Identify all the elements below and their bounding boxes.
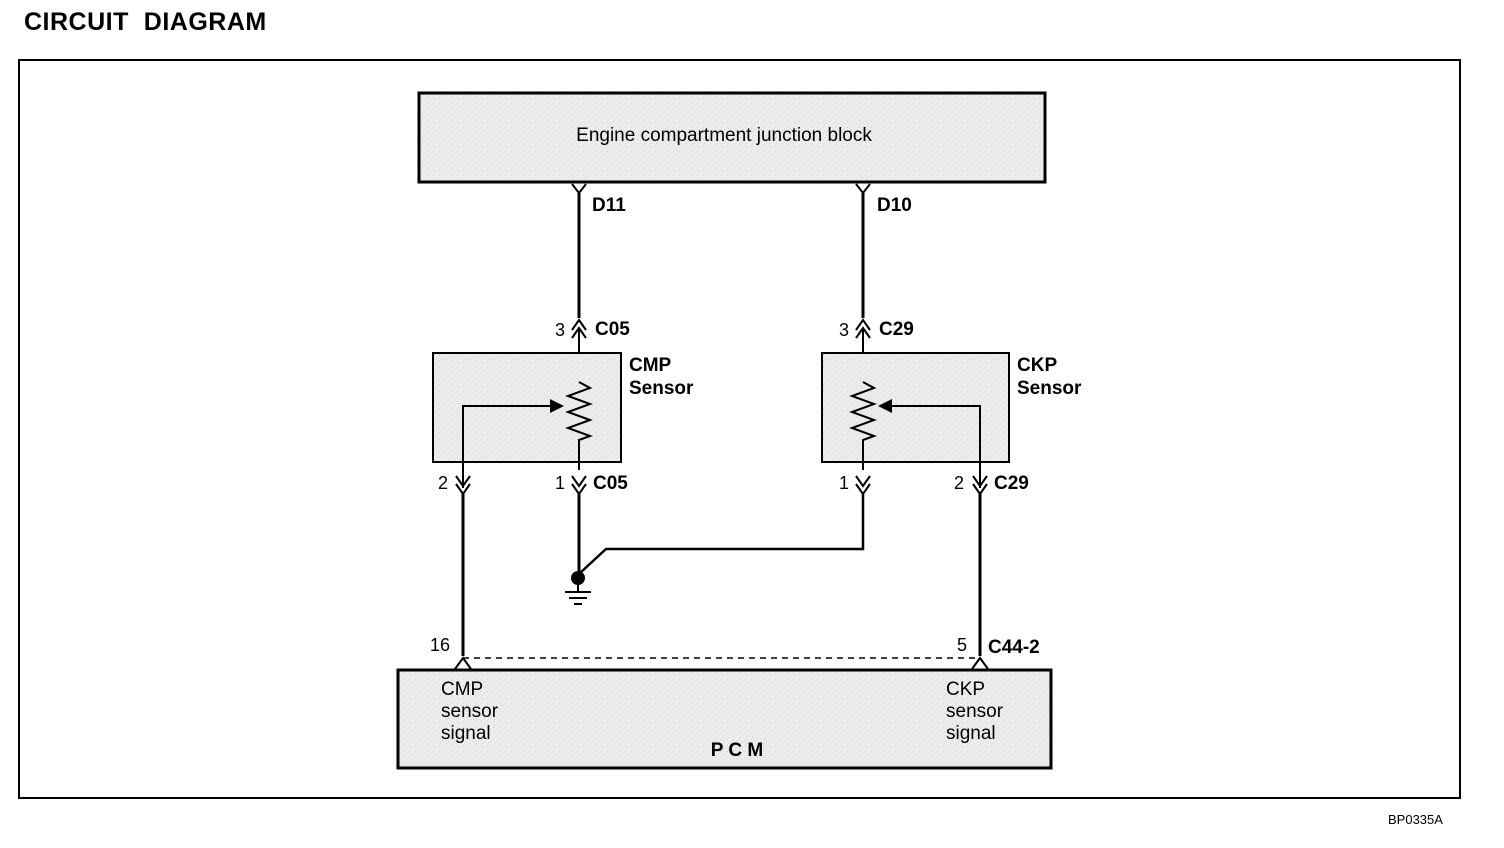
ckp-sensor-box [821,352,1010,463]
cmp-pin1-label: 1 [555,473,565,493]
junction-block-label: Engine compartment junction block [576,125,872,146]
cmp-wiper [462,405,552,488]
pcm-cmp-signal-line3: signal [441,723,491,744]
pcm-box [396,668,1053,770]
ckp-top-connector-label: C29 [879,319,914,340]
cmp-sensor-name-2: Sensor [629,378,694,399]
ckp-wiper-arrow-icon [878,399,892,413]
figure-id: BP0335A [1388,812,1443,827]
ckp-wiper [890,405,981,488]
fuse-d11-label: D11 [592,195,626,216]
cmp-sensor-name: CMP [629,355,672,376]
cmp-resistor-icon [565,381,593,470]
ckp-resistor-icon [849,381,877,470]
junction-block [417,91,1047,184]
cmp-pin2-label: 2 [438,473,448,493]
pcm-ckp-signal-line3: signal [946,723,996,744]
pcm-cmp-signal-line1: CMP [441,679,483,700]
pcm-pin16-label: 16 [430,635,450,655]
ckp-top-pin: 3 [839,320,849,340]
pcm-ckp-signal-line2: sensor [946,701,1004,722]
fuse-d10-terminal [855,183,871,195]
ground-icon [565,571,591,605]
pcm-pin5-label: 5 [957,635,967,655]
ckp-bottom-connector-label: C29 [994,473,1029,494]
diagram-title: CIRCUIT DIAGRAM [24,8,267,36]
ckp-sensor-name: CKP [1017,355,1057,376]
ckp-pin2-label: 2 [954,473,964,493]
fuse-d11-terminal [571,183,587,195]
cmp-pin1-connector [571,475,587,496]
pcm-ckp-signal-line1: CKP [946,679,985,700]
pcm-connector-label: C44-2 [988,637,1040,658]
pcm-cmp-signal-line2: sensor [441,701,499,722]
cmp-wiper-arrow-icon [550,399,564,413]
cmp-top-pin: 3 [555,320,565,340]
cmp-bottom-connector-label: C05 [593,473,628,494]
wire-ckp-ground [579,494,865,574]
pcm-label: P C M [711,740,763,761]
pcm-pin5-terminal [971,656,989,670]
cmp-sensor-box [432,352,622,463]
fuse-d10-label: D10 [877,195,912,216]
ckp-pin1-label: 1 [839,473,849,493]
diagram-frame [18,59,1461,799]
ckp-pin1-connector [855,475,871,496]
ckp-sensor-name-2: Sensor [1017,378,1082,399]
pcm-pin16-terminal [454,656,472,670]
cmp-top-connector-label: C05 [595,319,630,340]
